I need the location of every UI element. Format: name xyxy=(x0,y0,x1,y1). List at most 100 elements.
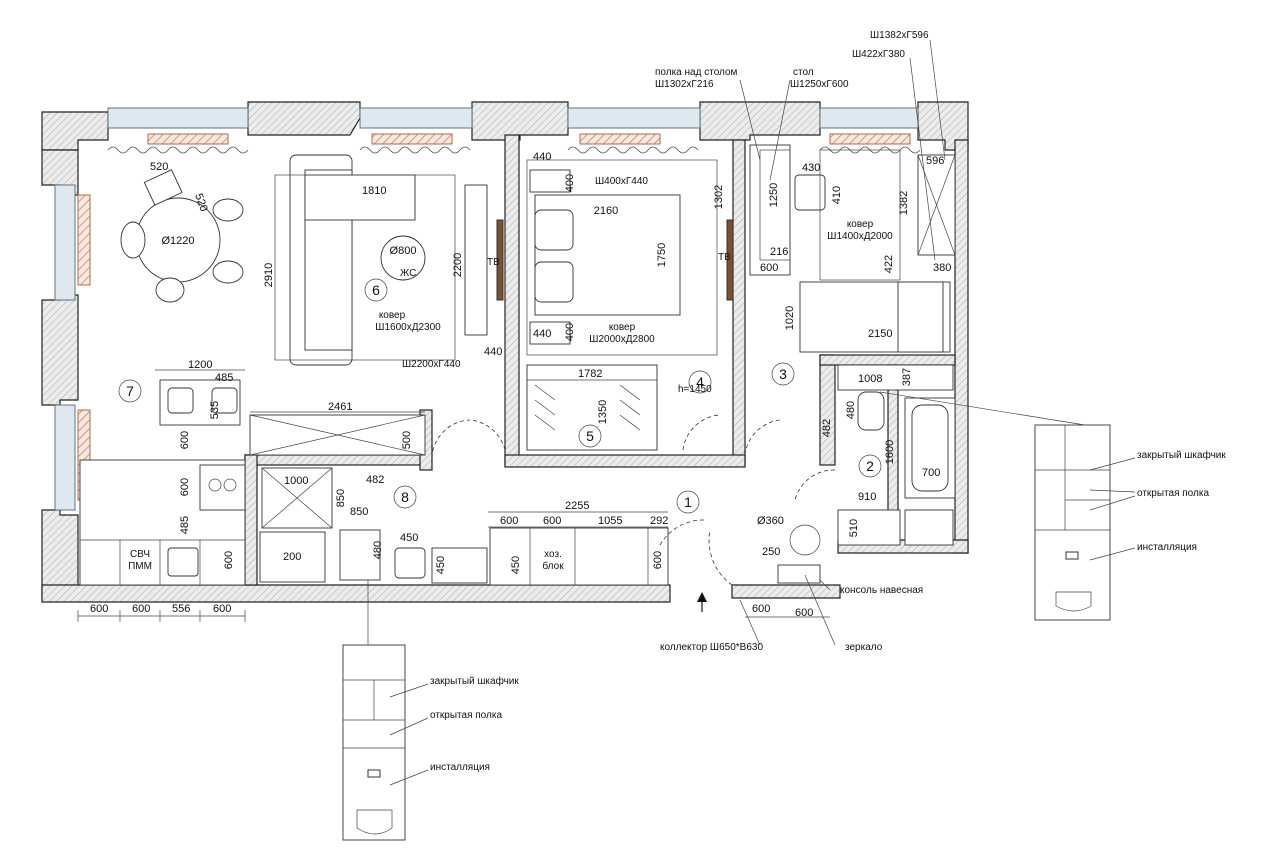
dim-2200: 2200 xyxy=(452,253,464,277)
dim-600d: 600 xyxy=(500,515,518,527)
dim-600i: 600 xyxy=(795,607,813,619)
room-number-5: 5 xyxy=(586,428,594,444)
dim-450a: 450 xyxy=(400,532,418,544)
right-open-shelf-label: открытая полка xyxy=(1137,488,1209,499)
dim-520b: 520 xyxy=(192,192,210,213)
dim-1220: Ø1220 xyxy=(161,235,194,247)
wardrobe xyxy=(526,364,658,451)
dim-200: 200 xyxy=(283,551,301,563)
dim-600a: 600 xyxy=(760,262,778,274)
right-closed-cabinet-label: закрытый шкафчик xyxy=(1137,449,1226,461)
bedroom xyxy=(526,159,734,356)
shelf-over-table-label: полка над столом xyxy=(655,67,738,78)
dim-2160: 2160 xyxy=(594,205,618,217)
dim-1750: 1750 xyxy=(656,243,668,267)
dim-2910: 2910 xyxy=(263,263,275,287)
dim-422: 422 xyxy=(883,255,895,273)
room-number-6: 6 xyxy=(372,282,380,298)
dim-850a: 850 xyxy=(335,489,347,507)
bathroom xyxy=(837,364,956,546)
dim-1302: 1302 xyxy=(713,185,725,209)
dim-480b: 480 xyxy=(372,541,384,559)
dim-400a: 400 xyxy=(564,174,576,192)
dim-485b: 485 xyxy=(179,516,191,534)
dim-1020: 1020 xyxy=(784,306,796,330)
bottom-closed-cabinet-label: закрытый шкафчик xyxy=(430,675,519,687)
hall xyxy=(489,524,821,586)
dim-600g: 600 xyxy=(652,551,664,569)
tv-label-living: ТВ xyxy=(487,257,500,268)
dim-482a: 482 xyxy=(821,419,833,437)
doors xyxy=(431,414,836,586)
dim-482b: 482 xyxy=(366,474,384,486)
dim-450b: 450 xyxy=(435,556,447,574)
right-installation-label: инсталляция xyxy=(1137,542,1197,553)
room-numbers: 1 2 3 4 5 6 7 8 xyxy=(118,278,882,514)
table-size: Ш1250хГ600 xyxy=(790,79,849,90)
carpet-child-size: Ш1400хД2000 xyxy=(827,231,893,242)
dim-250: 250 xyxy=(762,546,780,558)
dim-1055: 1055 xyxy=(598,515,622,527)
dim-1250: 1250 xyxy=(768,183,780,207)
dim-440b: 440 xyxy=(533,151,551,163)
dim-1000: 1000 xyxy=(284,475,308,487)
carpet-bedroom-label: ковер xyxy=(609,322,636,333)
shelf-422-label: Ш422хГ380 xyxy=(852,49,905,60)
shelf-over-table-size: Ш1302хГ216 xyxy=(655,79,714,90)
dim-430: 430 xyxy=(802,162,820,174)
dim-360: Ø360 xyxy=(757,515,784,527)
dim-485a: 485 xyxy=(215,372,233,384)
room-number-8: 8 xyxy=(401,489,409,505)
shelf-1382-label: Ш1382хГ596 xyxy=(870,30,929,41)
carpet-living-label: ковер xyxy=(379,310,406,321)
living-room xyxy=(120,154,504,366)
room-number-1: 1 xyxy=(684,494,692,510)
right-callout-panel xyxy=(879,391,1136,621)
dim-1008: 1008 xyxy=(858,373,882,385)
dim-1782: 1782 xyxy=(578,368,602,380)
dim-1200: 1200 xyxy=(188,359,212,371)
bottom-open-shelf-label: открытая полка xyxy=(430,710,502,721)
dim-400b: 400 xyxy=(564,323,576,341)
table-label: стол xyxy=(793,67,814,78)
dim-1600: 1600 xyxy=(884,440,896,464)
dim-520a: 520 xyxy=(150,161,168,173)
room-number-7: 7 xyxy=(126,383,134,399)
carpet-child-label: ковер xyxy=(847,219,874,230)
dim-600f: 600 xyxy=(223,551,235,569)
shelf-400-label: Ш400хГ440 xyxy=(595,176,648,187)
dim-600c: 600 xyxy=(179,478,191,496)
dim-700: 700 xyxy=(922,467,940,479)
dim-440c: 440 xyxy=(533,328,551,340)
tv-label-bedroom: ТВ xyxy=(718,252,731,263)
svch-label: СВЧ xyxy=(130,549,150,560)
dimension-lines xyxy=(77,369,830,622)
dim-1350: 1350 xyxy=(597,400,609,424)
leader-lines xyxy=(739,39,946,646)
dim-600b: 600 xyxy=(179,431,191,449)
dim-600e: 600 xyxy=(543,515,561,527)
dim-2255: 2255 xyxy=(565,500,589,512)
dim-440a: 440 xyxy=(484,346,502,358)
dim-500: 500 xyxy=(401,431,413,449)
dim-535: 535 xyxy=(209,401,221,419)
dim-bottom-600b: 600 xyxy=(132,603,150,615)
walls xyxy=(41,101,969,603)
dim-1382: 1382 xyxy=(898,191,910,215)
dim-1810: 1810 xyxy=(362,185,386,197)
bottom-callout-panel xyxy=(342,580,429,841)
dim-596: 596 xyxy=(926,155,944,167)
carpet-living-size: Ш1600хД2300 xyxy=(375,322,441,333)
dim-bottom-600a: 600 xyxy=(90,603,108,615)
carpet-bedroom-size: Ш2000хД2800 xyxy=(589,334,655,345)
dim-600h: 600 xyxy=(752,603,770,615)
tv-unit-2200-label: Ш2200хГ440 xyxy=(402,359,461,370)
dim-510: 510 xyxy=(848,519,860,537)
dim-910: 910 xyxy=(858,491,876,503)
dim-216: 216 xyxy=(770,246,788,258)
kitchen xyxy=(79,379,426,586)
entrance-arrow-icon xyxy=(697,592,707,612)
pmm-label: ПММ xyxy=(128,561,152,572)
dim-480a: 480 xyxy=(845,401,857,419)
